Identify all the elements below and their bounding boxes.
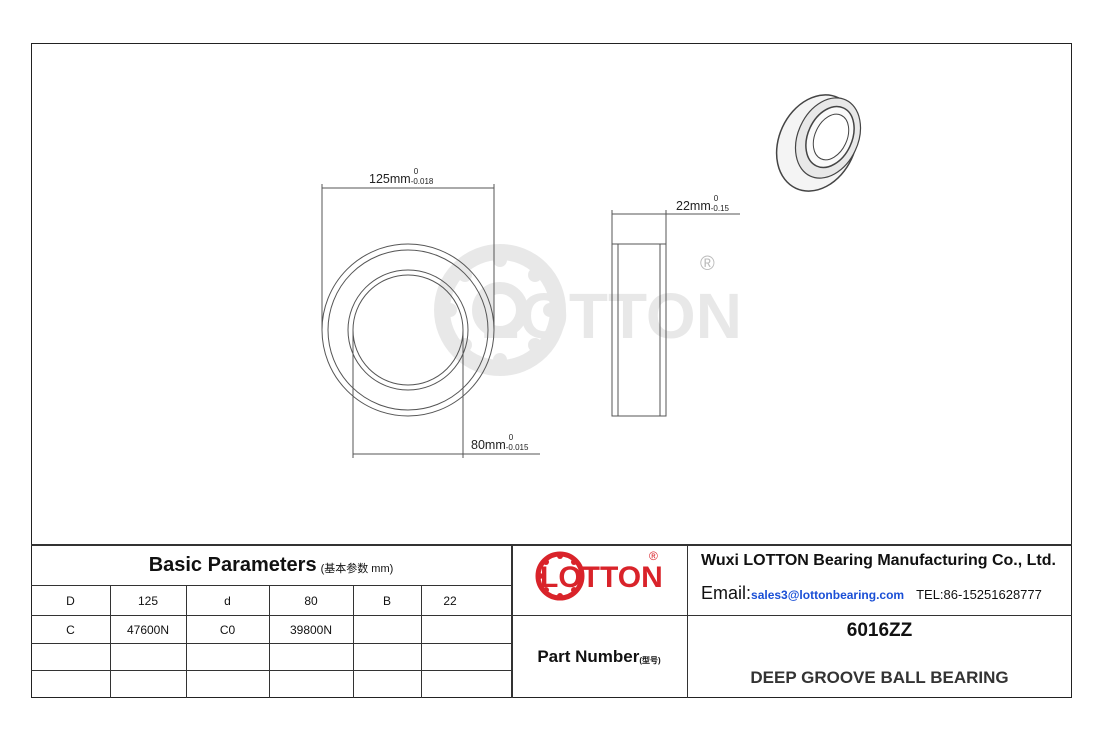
table-line: [511, 544, 513, 698]
table-line: [353, 585, 354, 698]
table-cell: B: [382, 593, 391, 608]
table-line: [31, 670, 511, 671]
basic-parameters-title: Basic Parameters(基本参数 mm): [148, 553, 394, 576]
table-cell: 22: [443, 593, 457, 608]
logo-text: LOTTON: [540, 561, 663, 594]
part-description: DEEP GROOVE BALL BEARING: [750, 668, 1009, 687]
table-line: [687, 544, 688, 698]
table-line: [110, 585, 111, 698]
telephone: TEL:86-15251628777: [916, 587, 1042, 602]
watermark-text: LOTTON: [480, 280, 742, 352]
table-line: [421, 585, 422, 698]
company-name: Wuxi LOTTON Bearing Manufacturing Co., L…: [701, 552, 1056, 569]
table-cell: 39800N: [289, 622, 333, 637]
contact-row: Email:sales3@lottonbearing.com TEL:86-152…: [701, 583, 1042, 604]
outer-diameter-dimension: [321, 184, 495, 330]
table-cell: C: [66, 622, 75, 637]
table-line: [31, 585, 511, 586]
table-line: [269, 585, 270, 698]
table-cell: C0: [219, 622, 236, 637]
part-number-label: Part Number(型号): [537, 647, 661, 666]
part-number-value: 6016ZZ: [846, 620, 913, 641]
bearing-3d-image: [775, 94, 862, 192]
lotton-logo: LOTTON ®: [535, 549, 663, 601]
table-cell: 125: [137, 593, 159, 608]
email-label: Email:: [701, 583, 752, 603]
table-cell: [421, 616, 511, 643]
logo-registered-mark: ®: [649, 549, 658, 563]
watermark-logo: LOTTON: [434, 244, 742, 376]
table-line: [186, 585, 187, 698]
table-line: [31, 643, 511, 644]
email-link[interactable]: sales3@lottonbearing.com: [751, 588, 905, 602]
table-top-border: [31, 544, 1072, 546]
width-dimension: [611, 210, 740, 244]
table-cell: 47600N: [126, 622, 170, 637]
table-cell: D: [66, 593, 75, 608]
table-line: [31, 615, 1072, 616]
drawing-sheet: [31, 43, 1072, 698]
registered-mark: ®: [700, 253, 715, 275]
table-cell: [353, 616, 421, 643]
inner-diameter-dimension: [352, 330, 540, 458]
table-cell: 80: [304, 593, 318, 608]
table-cell: d: [224, 593, 231, 608]
bearing-side-view: [611, 243, 667, 417]
